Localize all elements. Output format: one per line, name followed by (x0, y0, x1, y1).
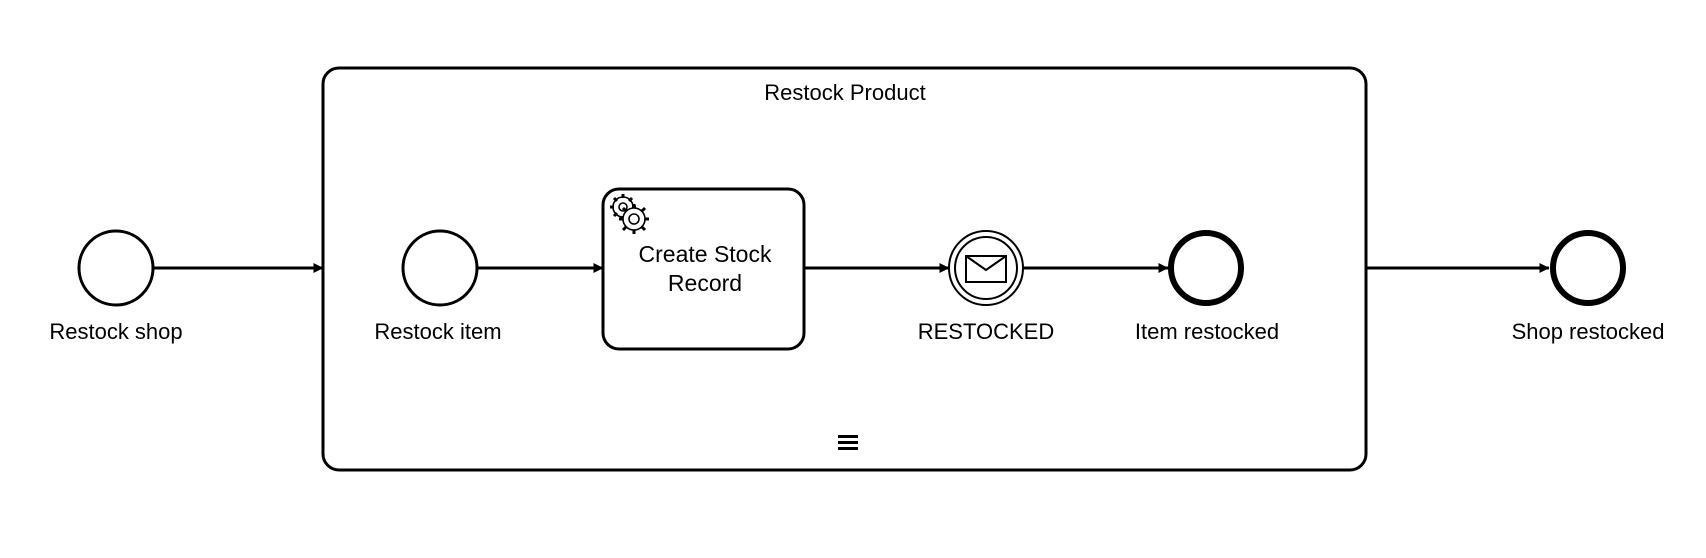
envelope-icon (965, 255, 1007, 283)
service-task-label-line1: Create Stock (639, 241, 772, 267)
start-event-restock-item-label: Restock item (374, 319, 501, 344)
end-event-item-restocked-label: Item restocked (1135, 319, 1279, 344)
service-task-create-stock-record[interactable]: Create Stock Record (601, 187, 806, 351)
message-event-restocked[interactable] (948, 230, 1024, 306)
end-event-shop-restocked-label: Shop restocked (1512, 319, 1665, 344)
subprocess-title: Restock Product (764, 80, 925, 105)
parallel-multi-instance-icon (838, 435, 858, 450)
start-event-restock-shop[interactable] (77, 229, 155, 307)
end-event-shop-restocked[interactable] (1550, 230, 1626, 306)
service-task-label-line2: Record (668, 270, 742, 296)
start-event-restock-shop-label: Restock shop (49, 319, 182, 344)
end-event-item-restocked[interactable] (1168, 230, 1244, 306)
message-event-restocked-label: RESTOCKED (918, 319, 1055, 344)
gear-icon (610, 194, 649, 234)
start-event-restock-item[interactable] (401, 229, 479, 307)
